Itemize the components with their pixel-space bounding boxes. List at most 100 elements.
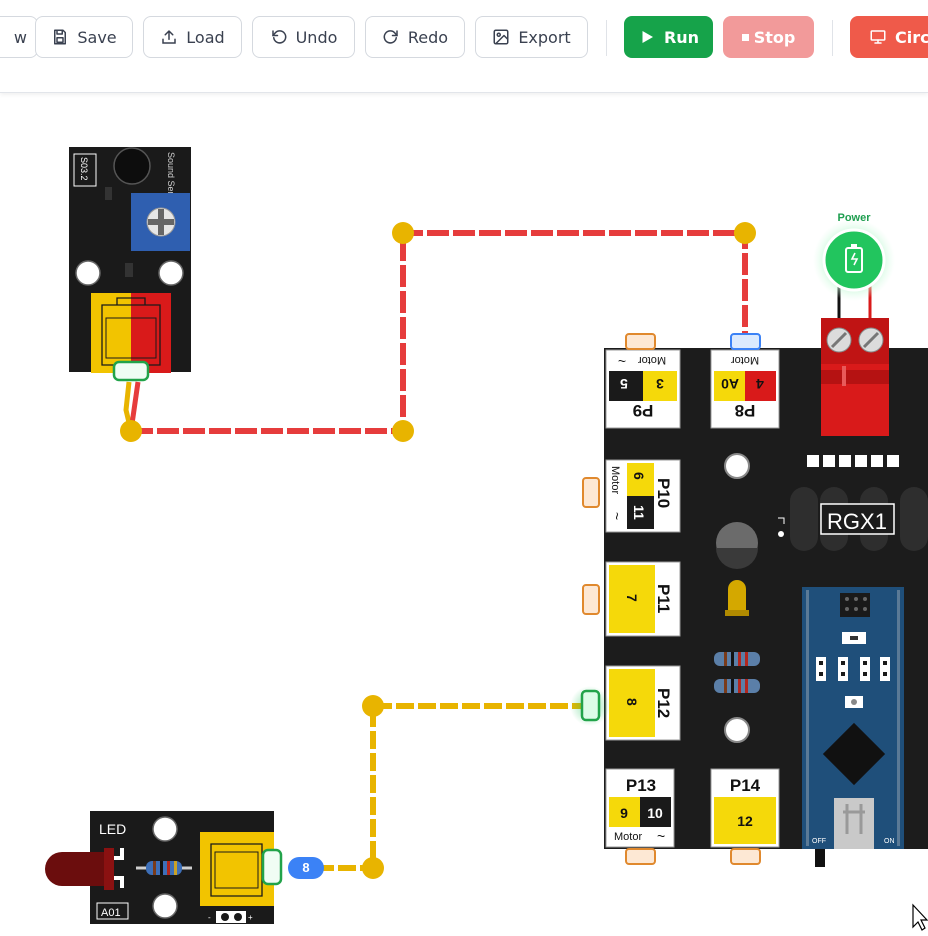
port-p12[interactable]: P12 8 <box>605 665 681 741</box>
p11-pin: 7 <box>624 594 640 602</box>
nano-off-label: OFF <box>812 838 826 845</box>
board-button[interactable] <box>724 453 750 479</box>
sensor-port[interactable] <box>112 360 150 382</box>
load-button-label: Load <box>186 27 225 47</box>
p9-pin-b: 3 <box>656 376 664 392</box>
p8-pin-a: A0 <box>721 376 739 392</box>
p14-bottom-pin[interactable] <box>730 848 761 865</box>
led-bulb-icon <box>45 848 124 890</box>
export-button-label: Export <box>518 27 571 47</box>
p10-label: P10 <box>654 478 673 508</box>
sound-sensor-module[interactable]: S03.2 Sound Sensor <box>69 147 191 382</box>
sensor-name-label: Sound Sensor <box>166 152 176 209</box>
play-icon <box>642 31 653 43</box>
led-indicator-row <box>807 455 899 467</box>
save-icon <box>54 29 67 45</box>
stop-button[interactable]: Stop <box>723 16 814 58</box>
redo-button-label: Redo <box>407 27 449 47</box>
p13-bottom-pin[interactable] <box>625 848 656 865</box>
port-p13[interactable]: P13 9 10 Motor ~ <box>605 768 675 848</box>
p13-label: P13 <box>626 776 656 795</box>
p9-motor-label: Motor <box>638 354 666 366</box>
p14-pin: 12 <box>737 813 753 829</box>
controller-board[interactable]: P9 5 3 Motor ~ P8 A0 4 Motor <box>570 212 928 867</box>
mouse-cursor-icon <box>912 903 928 931</box>
redo-icon <box>383 30 398 44</box>
stop-square-icon <box>741 33 749 41</box>
undo-button-label: Undo <box>295 27 338 47</box>
svg-text:-: - <box>208 913 211 922</box>
port-p14[interactable]: P14 12 <box>710 768 780 848</box>
save-button-label: Save <box>77 27 117 47</box>
p9-label: P9 <box>633 401 654 420</box>
p10-side-pin[interactable] <box>582 477 600 508</box>
arduino-nano: OFF ON <box>802 587 904 849</box>
nano-on-label: ON <box>884 838 895 845</box>
toolbar-divider <box>606 20 607 56</box>
sensor-connector <box>91 293 171 373</box>
p9-tilde: ~ <box>618 353 626 369</box>
onboard-led-icon <box>725 580 749 616</box>
port-p10[interactable]: P10 6 11 Motor ~ <box>605 459 681 533</box>
p11-side-pin[interactable] <box>582 584 600 615</box>
p12-side-pin[interactable] <box>580 689 601 722</box>
prev-toolbar-button[interactable]: w <box>0 16 38 58</box>
monitor-icon <box>870 30 886 44</box>
run-button[interactable]: Run <box>624 16 713 58</box>
board-name-label: RGX1 <box>827 509 887 534</box>
led-module[interactable]: LED A01 - + <box>45 811 324 924</box>
p8-top-pin[interactable] <box>730 333 761 350</box>
circuit-button[interactable]: Circu <box>850 16 928 58</box>
connector-badge-label: 8 <box>302 860 309 875</box>
circuit-canvas[interactable]: S03.2 Sound Sensor LED A01 <box>0 93 928 936</box>
led-code-label: A01 <box>101 907 121 919</box>
led-pin-header: - + <box>208 911 253 923</box>
resistor-icon <box>714 652 760 693</box>
p13-pin-a: 9 <box>620 805 628 821</box>
p12-label: P12 <box>654 688 673 718</box>
prev-button-label: w <box>13 27 27 47</box>
led-connector <box>200 832 274 906</box>
led-name-label: LED <box>99 821 126 837</box>
p13-motor-label: Motor <box>614 831 642 843</box>
p8-motor-label: Motor <box>731 354 759 366</box>
power-terminal <box>821 285 889 436</box>
undo-button[interactable]: Undo <box>252 16 355 58</box>
p12-pin: 8 <box>624 698 640 706</box>
wire-joint-handles[interactable] <box>120 222 756 879</box>
mount-hole <box>152 893 178 919</box>
board-button[interactable] <box>724 717 750 743</box>
port-p9[interactable]: P9 5 3 Motor ~ <box>605 349 681 429</box>
p8-label: P8 <box>735 401 756 420</box>
p13-pin-b: 10 <box>647 805 663 821</box>
stop-button-label: Stop <box>753 27 796 47</box>
resistor-icon <box>136 861 192 875</box>
p14-label: P14 <box>730 776 761 795</box>
load-button[interactable]: Load <box>143 16 242 58</box>
p9-pin-a: 5 <box>620 376 628 392</box>
export-button[interactable]: Export <box>475 16 588 58</box>
svg-text:+: + <box>248 913 253 922</box>
save-button[interactable]: Save <box>35 16 133 58</box>
p10-pin-b: 11 <box>631 505 647 520</box>
board-standoffs <box>790 487 928 551</box>
yellow-wire[interactable] <box>295 703 590 871</box>
redo-button[interactable]: Redo <box>365 16 465 58</box>
upload-icon <box>162 29 177 44</box>
p9-top-pin[interactable] <box>625 333 656 350</box>
p10-tilde: ~ <box>609 512 625 520</box>
led-port[interactable] <box>261 848 283 886</box>
sensor-code-label: S03.2 <box>79 157 89 181</box>
run-button-label: Run <box>663 27 700 47</box>
undo-icon <box>271 30 287 44</box>
p10-pin-a: 6 <box>631 472 647 480</box>
mount-hole <box>152 816 178 842</box>
p10-motor-label: Motor <box>609 466 621 494</box>
p8-pin-b: 4 <box>756 376 764 392</box>
port-p8[interactable]: P8 A0 4 Motor <box>710 349 780 429</box>
p13-tilde: ~ <box>657 828 665 844</box>
power-button[interactable] <box>822 228 886 292</box>
port-p11[interactable]: P11 7 <box>605 561 681 637</box>
circuit-button-label: Circu <box>895 27 928 47</box>
image-icon <box>493 29 509 45</box>
